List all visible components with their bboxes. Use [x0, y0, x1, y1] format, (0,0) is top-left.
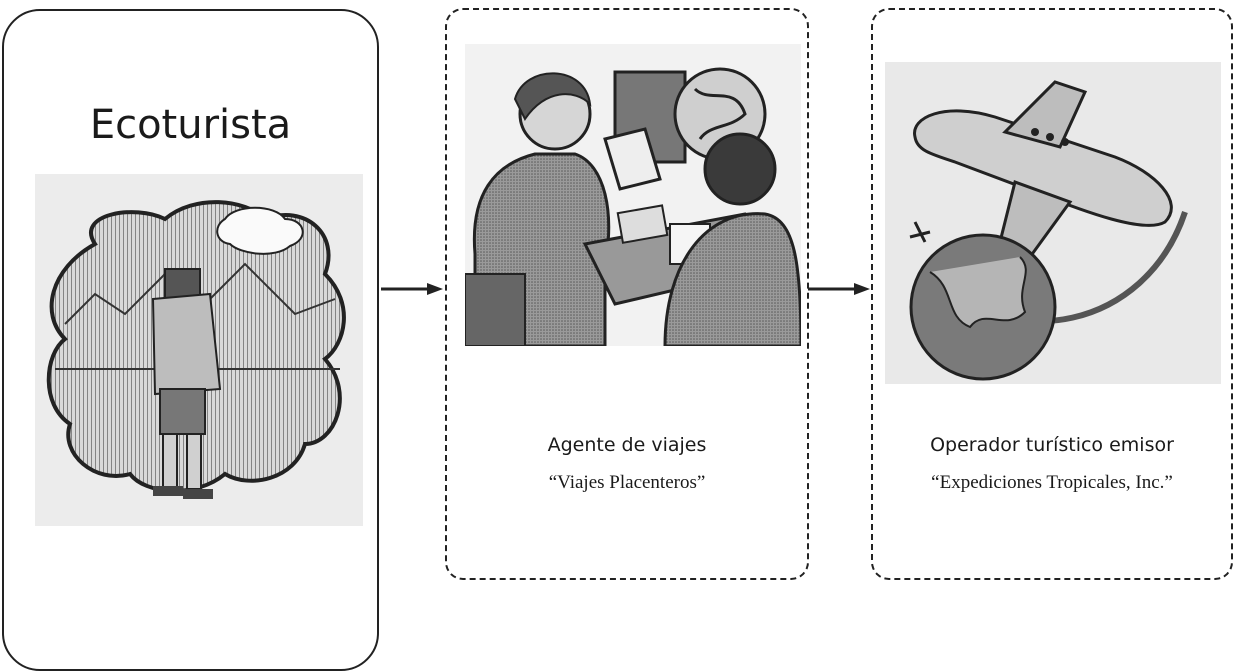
ecotourist-box: Ecoturista: [2, 9, 379, 671]
travel-agent-subtitle: “Viajes Placenteros”: [548, 472, 706, 493]
tour-operator-subtitle: “Expediciones Tropicales, Inc.”: [931, 472, 1173, 493]
travel-agent-box: Agente de viajes “Viajes Placenteros”: [445, 8, 809, 580]
arrow-1: [381, 283, 443, 295]
travel-agent-office-icon: [465, 44, 801, 346]
tour-operator-box: Operador turístico emisor “Expediciones …: [871, 8, 1233, 580]
ecotourist-photographer-icon: [35, 174, 363, 526]
arrow-2: [808, 283, 870, 295]
ecotourist-title: Ecoturista: [89, 102, 292, 148]
travel-agent-illustration: [465, 44, 801, 346]
travel-agent-title: Agente de viajes: [547, 434, 707, 456]
tour-operator-title: Operador turístico emisor: [930, 434, 1174, 456]
airplane-globe-icon: [885, 62, 1221, 384]
ecotourist-illustration: [35, 174, 363, 526]
tour-operator-illustration: [885, 62, 1221, 384]
